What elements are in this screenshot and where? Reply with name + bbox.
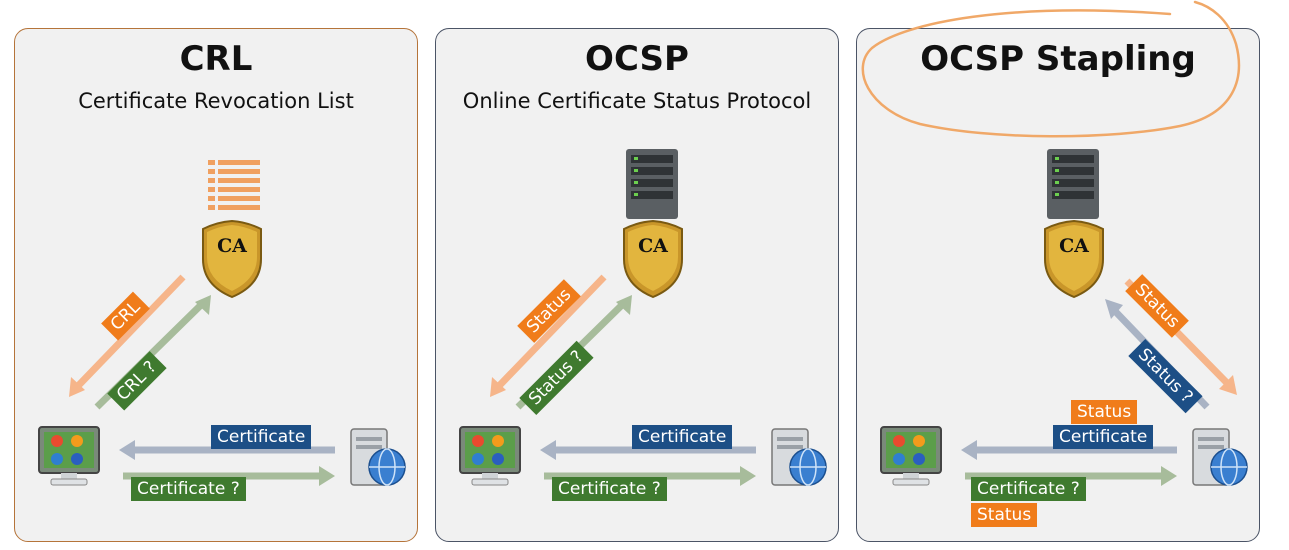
crl-list-icon (208, 160, 260, 210)
certificate-label: Certificate (1053, 425, 1154, 449)
ca-shield-icon: CA (1044, 219, 1104, 299)
ca-shield-icon: CA (623, 219, 683, 299)
panel-title: OCSP (585, 39, 689, 79)
status-response-arrow (490, 274, 607, 397)
certificate-request-arrow (544, 466, 756, 486)
ca-badge-text: CA (638, 235, 668, 257)
panel-subtitle: Online Certificate Status Protocol (462, 89, 812, 113)
web-server-icon (771, 428, 827, 486)
certificate-label: Certificate (632, 425, 733, 449)
panel-title: CRL (179, 39, 253, 79)
client-status-label: Status (971, 503, 1038, 527)
certificate-label: Certificate (211, 425, 312, 449)
panel-crl: CRL Certificate Revocation List CA (14, 28, 418, 542)
certificate-request-arrow (123, 466, 335, 486)
client-computer-icon (38, 426, 100, 486)
ca-badge-text: CA (217, 235, 247, 257)
certificate-arrow (119, 440, 335, 460)
web-server-icon (1192, 428, 1248, 486)
ocsp-diagram: CA (459, 149, 827, 486)
server-tower-icon (1047, 149, 1099, 219)
panel-ocsp-stapling: OCSP Stapling CA (856, 28, 1260, 542)
client-computer-icon (459, 426, 521, 486)
crl-response-arrow (69, 274, 186, 397)
certificate-arrow (961, 440, 1177, 460)
web-server-icon (350, 428, 406, 486)
panel-ocsp: OCSP Online Certificate Status Protocol … (435, 28, 839, 542)
ca-shield-icon: CA (202, 219, 262, 299)
server-tower-icon (626, 149, 678, 219)
certificate-request-arrow (965, 466, 1177, 486)
crl-diagram: CA (38, 160, 406, 486)
client-computer-icon (880, 426, 942, 486)
stapled-status-label: Status (1071, 400, 1138, 424)
ocsp-stapling-diagram: CA (880, 149, 1248, 486)
certificate-request-label: Certificate ? (552, 477, 667, 501)
certificate-request-label: Certificate ? (971, 477, 1086, 501)
ca-badge-text: CA (1059, 235, 1089, 257)
certificate-arrow (540, 440, 756, 460)
panel-subtitle: Certificate Revocation List (78, 89, 354, 113)
certificate-request-label: Certificate ? (131, 477, 246, 501)
